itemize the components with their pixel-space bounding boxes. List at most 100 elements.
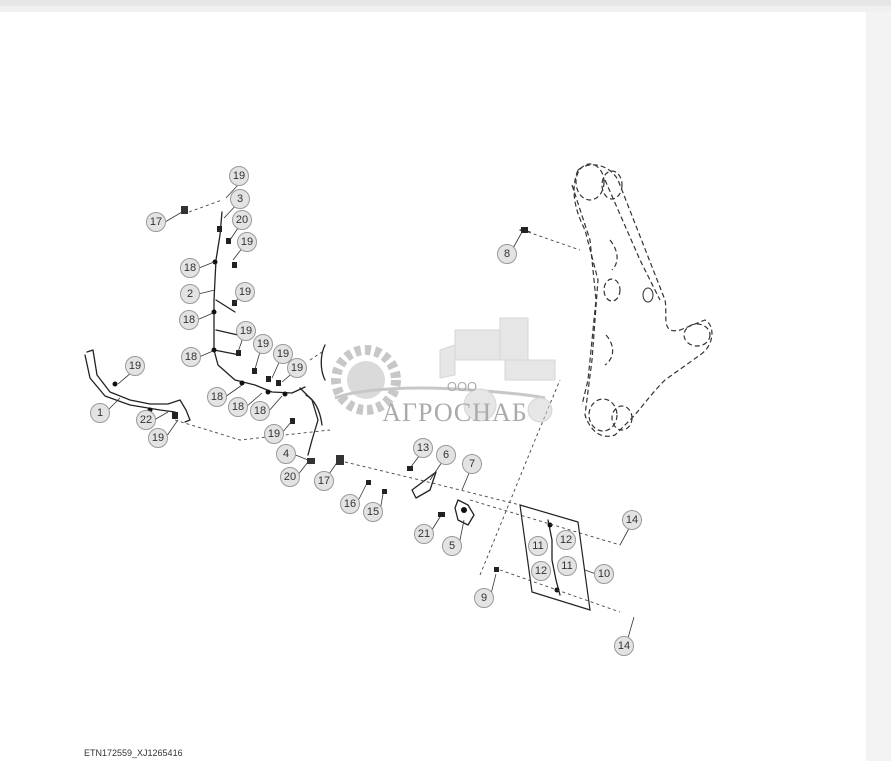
callout-bubble <box>436 445 456 465</box>
switch-assembly <box>366 227 531 572</box>
callout-19: 19 <box>253 334 273 354</box>
diagram-sheet <box>0 12 866 761</box>
callout-19: 19 <box>273 344 293 364</box>
callout-9: 9 <box>474 588 494 608</box>
callout-bubble <box>287 358 307 378</box>
callout-17: 17 <box>314 471 334 491</box>
callout-label: 18 <box>184 262 196 274</box>
callout-15: 15 <box>363 502 383 522</box>
callout-label: 19 <box>268 428 280 440</box>
callout-bubble <box>413 438 433 458</box>
callout-bubble <box>474 588 494 608</box>
callout-bubble <box>528 536 548 556</box>
callout-label: 21 <box>418 528 430 540</box>
callout-bubble <box>90 403 110 423</box>
callout-21: 21 <box>414 524 434 544</box>
callout-10: 10 <box>594 564 614 584</box>
wiring-harness <box>181 206 344 465</box>
callout-17: 17 <box>146 212 166 232</box>
callout-bubble <box>497 244 517 264</box>
callout-18: 18 <box>181 347 201 367</box>
callout-label: 2 <box>187 288 193 300</box>
callout-19: 19 <box>287 358 307 378</box>
callout-bubble <box>148 428 168 448</box>
watermark-logo: ООО АГРОСНАБ <box>331 317 556 427</box>
callout-bubble <box>594 564 614 584</box>
callout-bubble <box>207 387 227 407</box>
callout-12: 12 <box>531 561 551 581</box>
callout-18: 18 <box>228 397 248 417</box>
callout-label: 11 <box>532 540 543 552</box>
callout-bubble <box>180 258 200 278</box>
callout-19: 19 <box>235 282 255 302</box>
callout-bubble <box>363 502 383 522</box>
callout-13: 13 <box>413 438 433 458</box>
callout-label: 9 <box>481 592 487 604</box>
callout-19: 19 <box>264 424 284 444</box>
decal-plate <box>519 504 591 611</box>
callout-20: 20 <box>232 210 252 230</box>
callout-bubble <box>556 530 576 550</box>
callout-label: 19 <box>240 325 252 337</box>
callout-label: 19 <box>277 348 289 360</box>
callout-bubble <box>236 321 256 341</box>
callout-bubble <box>228 397 248 417</box>
callout-7: 7 <box>462 454 482 474</box>
callout-label: 13 <box>417 442 429 454</box>
callout-bubble <box>237 232 257 252</box>
harvester-icon <box>439 317 556 423</box>
callout-label: 19 <box>241 236 253 248</box>
callout-label: 17 <box>150 216 162 228</box>
callout-bubble <box>264 424 284 444</box>
callout-bubble <box>557 556 577 576</box>
figure-code: ETN172559_XJ1265416 <box>84 748 183 758</box>
callout-18: 18 <box>207 387 227 407</box>
callout-label: 20 <box>284 471 296 483</box>
watermark-name: АГРОСНАБ <box>382 398 528 427</box>
callout-label: 7 <box>469 458 475 470</box>
callout-6: 6 <box>436 445 456 465</box>
callout-bubble <box>273 344 293 364</box>
watermark-prefix: ООО <box>447 379 477 394</box>
callout-bubble <box>280 467 300 487</box>
callout-18: 18 <box>180 258 200 278</box>
callout-11: 11 <box>557 556 577 576</box>
callout-label: 12 <box>535 565 547 577</box>
callout-label: 11 <box>561 560 572 572</box>
callout-bubble <box>230 189 250 209</box>
callout-label: 20 <box>236 214 248 226</box>
callout-label: 8 <box>504 248 510 260</box>
callout-label: 14 <box>618 640 630 652</box>
callout-label: 19 <box>257 338 269 350</box>
callout-bubble <box>235 282 255 302</box>
callout-label: 14 <box>626 514 638 526</box>
callout-label: 15 <box>367 506 379 518</box>
callout-18: 18 <box>179 310 199 330</box>
callout-label: 18 <box>185 351 197 363</box>
callout-14: 14 <box>622 510 642 530</box>
callout-19: 19 <box>237 232 257 252</box>
callout-19: 19 <box>125 356 145 376</box>
callout-bubble <box>180 284 200 304</box>
callout-bubble <box>253 334 273 354</box>
callout-19: 19 <box>229 166 249 186</box>
callout-label: 12 <box>560 534 572 546</box>
top-strip <box>0 0 891 6</box>
callout-22: 22 <box>136 410 156 430</box>
callout-3: 3 <box>230 189 250 209</box>
scroll-gutter <box>866 12 891 761</box>
callout-2: 2 <box>180 284 200 304</box>
callout-label: 3 <box>237 193 243 205</box>
loader-arm <box>571 163 713 437</box>
callout-label: 18 <box>211 391 223 403</box>
callout-11: 11 <box>528 536 548 556</box>
callout-bubble <box>531 561 551 581</box>
callout-bubble <box>614 636 634 656</box>
callout-bubble <box>442 536 462 556</box>
callout-label: 1 <box>97 407 103 419</box>
callout-label: 19 <box>291 362 303 374</box>
callout-8: 8 <box>497 244 517 264</box>
callout-label: 4 <box>283 448 289 460</box>
callout-20: 20 <box>280 467 300 487</box>
